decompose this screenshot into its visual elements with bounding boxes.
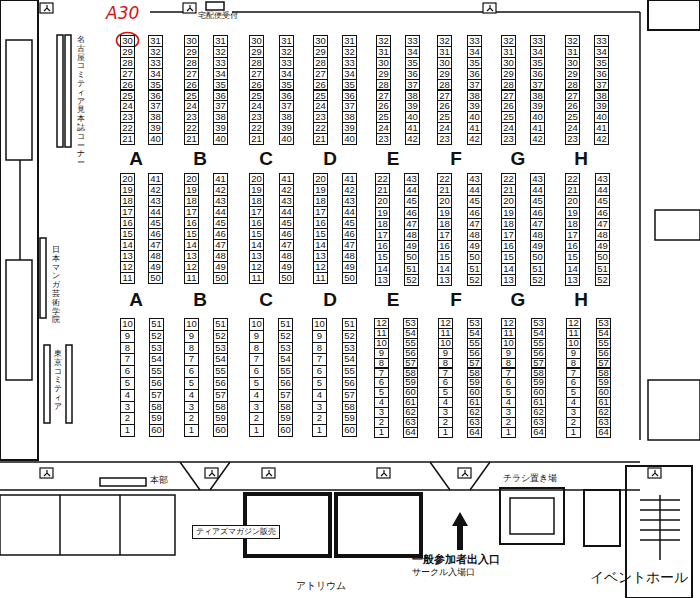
booth-number: 52 (595, 274, 610, 286)
entrance-label: 一般参加者出入口 (412, 553, 500, 565)
booth-number: 1 (374, 427, 389, 438)
booth-number: 42 (594, 133, 609, 145)
row-letter: G (508, 149, 528, 170)
booth-number: 50 (342, 272, 357, 284)
booth-number: 13 (375, 274, 390, 286)
booth-number: 50 (213, 272, 228, 284)
booth-number: 42 (530, 133, 545, 145)
booth-number: 64 (403, 427, 418, 438)
booth-number: 1 (438, 427, 453, 438)
row-letter: A (126, 149, 146, 170)
booth-number: 40 (279, 133, 294, 145)
booth-number: 11 (184, 272, 199, 284)
booth-number: 50 (279, 272, 294, 284)
row-letter: G (508, 290, 528, 311)
booth-number: 23 (565, 133, 580, 145)
row-letter: F (446, 290, 466, 311)
booth-number: 1 (249, 424, 264, 437)
place-label: アトリウム (296, 580, 346, 591)
booth-number: 21 (184, 133, 199, 145)
booth-number: 13 (565, 274, 580, 286)
booth-number: 60 (149, 424, 164, 437)
booth-number: 21 (249, 133, 264, 145)
booth-number: 23 (376, 133, 391, 145)
row-letter: B (190, 149, 210, 170)
booth-number: 21 (313, 133, 328, 145)
booth-number: 60 (213, 424, 228, 437)
booth-number: 13 (437, 274, 452, 286)
row-letter: D (320, 149, 340, 170)
booth-number: 40 (148, 133, 163, 145)
booth-number: 40 (342, 133, 357, 145)
handwritten-note: A30 (106, 4, 139, 23)
box-text: ティアズマガジン販売 (196, 527, 276, 537)
booth-number: 1 (184, 424, 199, 437)
row-letter: A (126, 290, 146, 311)
booth-number: 11 (249, 272, 264, 284)
booth-number: 60 (278, 424, 293, 437)
booth-number: 1 (312, 424, 327, 437)
row-letter: H (571, 290, 591, 311)
vertical-label: 日本マンガ芸術学院 (52, 246, 60, 325)
booth-number: 52 (530, 274, 545, 286)
vertical-label: 東京コミティア (54, 350, 62, 412)
booth-number: 1 (120, 424, 135, 437)
booth-number: 23 (501, 133, 516, 145)
row-letter: C (256, 290, 276, 311)
row-letter: H (571, 149, 591, 170)
booth-number: 40 (213, 133, 228, 145)
booth-number: 11 (313, 272, 328, 284)
booth-number: 50 (148, 272, 163, 284)
booth-number: 11 (120, 272, 135, 284)
booth-number: 13 (501, 274, 516, 286)
booth-number: 60 (342, 424, 357, 437)
entrance-label: サークル入場口 (412, 568, 475, 578)
row-letter: F (446, 149, 466, 170)
booth-number: 52 (467, 274, 482, 286)
booth-number: 52 (404, 274, 419, 286)
booth-number: 64 (467, 427, 482, 438)
place-label: 本部 (150, 476, 168, 486)
booth-number: 21 (120, 133, 135, 145)
row-letter: E (383, 290, 403, 311)
vertical-label: 名古屋コミティア見本誌コーナー (77, 36, 85, 168)
row-letter: D (320, 290, 340, 311)
booth-number: 42 (405, 133, 420, 145)
row-letter: C (256, 149, 276, 170)
place-label: イベントホール (590, 570, 688, 585)
sales-box: ティアズマガジン販売 (192, 525, 280, 539)
booth-number: 64 (531, 427, 546, 438)
booth-number: 64 (596, 427, 611, 438)
booth-number: 42 (467, 133, 482, 145)
booth-number: 23 (437, 133, 452, 145)
row-letter: B (190, 290, 210, 311)
place-label: チラシ置き場 (503, 474, 557, 484)
booth-number: 1 (501, 427, 516, 438)
booth-number: 1 (566, 427, 581, 438)
row-letter: E (383, 149, 403, 170)
place-label: 宅配便受付 (198, 12, 238, 21)
